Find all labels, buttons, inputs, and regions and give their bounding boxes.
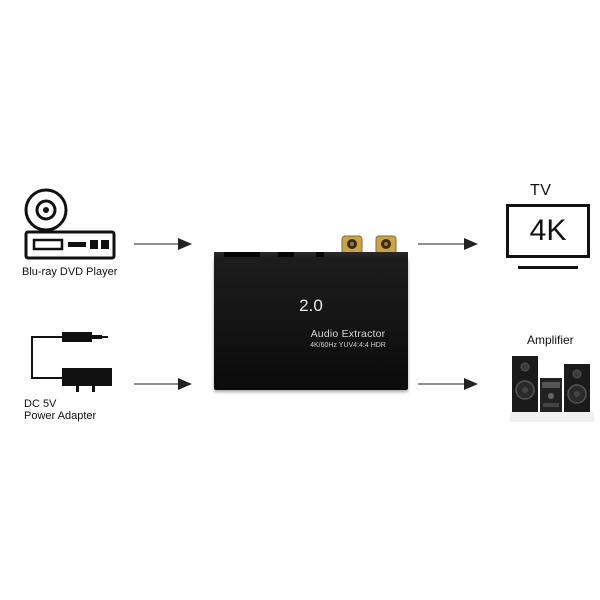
usb-port — [278, 252, 294, 257]
device-name: Audio Extractor — [310, 328, 386, 340]
device-spec: 4K/60Hz YUV4:4:4 HDR — [310, 342, 386, 349]
tv-title: TV — [530, 182, 552, 199]
device-version: 2.0 — [299, 296, 323, 315]
tv-stand — [518, 266, 578, 269]
device-front-face: 2.0 Audio Extractor 4K/60Hz YUV4:4:4 HDR — [214, 258, 408, 390]
amplifier-speakers-icon — [510, 350, 594, 424]
arrow-right-icon — [134, 377, 194, 391]
rca-jack-icon — [341, 235, 363, 255]
rca-jack-icon — [375, 235, 397, 255]
player-label: Blu-ray DVD Player — [22, 266, 118, 278]
power-label-line1: DC 5V — [24, 398, 57, 410]
arrow-right-icon — [134, 237, 194, 251]
amplifier-label: Amplifier — [527, 333, 574, 347]
arrow-right-icon — [418, 377, 480, 391]
arrow-right-icon — [418, 237, 480, 251]
device-top-face — [214, 252, 408, 260]
power-adapter-icon — [24, 330, 116, 392]
tv-screen-icon: 4K — [506, 204, 590, 258]
audio-extractor-device: 2.0 Audio Extractor 4K/60Hz YUV4:4:4 HDR — [212, 232, 410, 392]
optical-port — [316, 252, 324, 257]
bluray-player-icon — [24, 188, 116, 264]
hdmi-port — [224, 252, 260, 257]
tv-screen-text: 4K — [529, 214, 567, 247]
power-label-line2: Power Adapter — [24, 410, 97, 422]
